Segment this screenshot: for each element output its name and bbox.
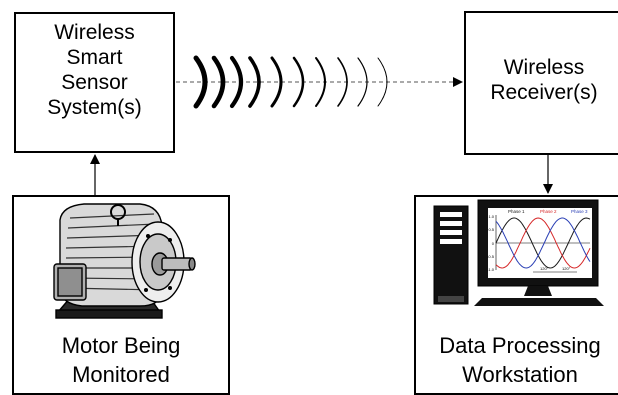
angle-label-1: 120°	[540, 266, 549, 271]
sensor-label-line3: Sensor	[61, 71, 128, 94]
monitor-phase-plot: 1.0 0.5 0 -0.5 -1.0 Phase 1 Phase 2 Phas…	[487, 209, 591, 273]
workstation-label-line2: Workstation	[462, 362, 578, 387]
ytick-label: -0.5	[487, 254, 495, 259]
phase-2-curve	[495, 217, 591, 269]
legend-phase-1: Phase 1	[508, 209, 525, 214]
ytick-label: 0.5	[488, 227, 494, 232]
computer-tower-icon	[433, 205, 469, 305]
motor-label-line1: Motor Being	[61, 333, 181, 358]
receiver-label-line2: Receiver(s)	[490, 81, 598, 104]
receiver-label-line1: Wireless	[503, 56, 585, 79]
legend-phase-2: Phase 2	[540, 209, 557, 214]
ytick-label: 0	[492, 241, 495, 246]
sensor-label-line2: Smart	[66, 46, 123, 69]
motor-label: Motor Being Monitored	[12, 331, 230, 389]
sensor-label-line1: Wireless	[54, 21, 135, 44]
receiver-label: Wireless Receiver(s)	[464, 55, 618, 105]
phase-3-curve	[495, 217, 591, 269]
ytick-label: -1.0	[487, 267, 495, 272]
workstation-label: Data Processing Workstation	[414, 331, 618, 389]
ytick-label: 1.0	[488, 214, 494, 219]
workstation-label-line1: Data Processing	[439, 333, 601, 358]
sensor-label-line4: System(s)	[47, 96, 142, 119]
angle-label-2: 120°	[562, 266, 571, 271]
sensor-system-box	[14, 12, 175, 153]
electric-motor-icon	[53, 203, 196, 319]
legend-phase-3: Phase 3	[571, 209, 588, 214]
sensor-system-label: Wireless Smart Sensor System(s)	[14, 20, 175, 120]
wireless-waves-icon	[193, 55, 388, 109]
receiver-box	[464, 11, 618, 155]
motor-label-line2: Monitored	[72, 362, 170, 387]
